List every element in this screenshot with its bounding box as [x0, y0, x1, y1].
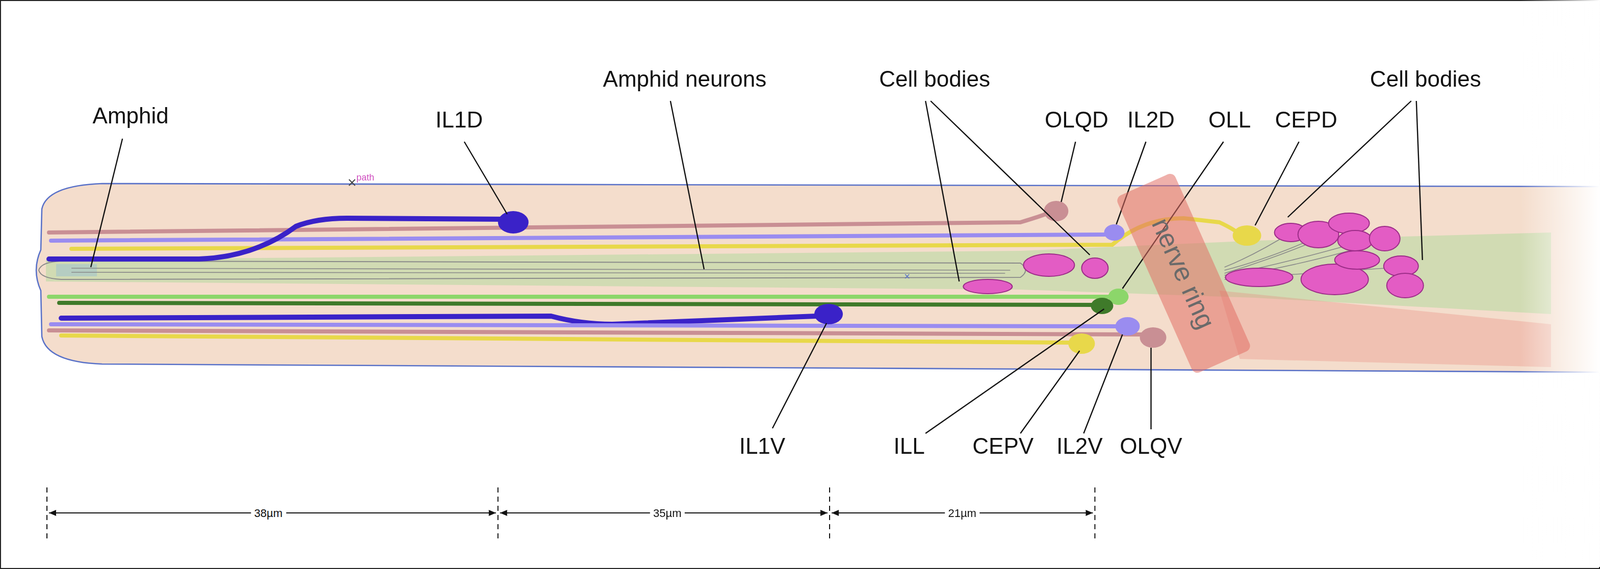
neuron-label: OLQD	[1044, 108, 1109, 133]
part-label: Cell bodies	[1370, 67, 1482, 92]
neuron-label: OLL	[1208, 108, 1251, 133]
neuron-label: ILL	[893, 434, 925, 459]
neuron-label: IL1D	[435, 108, 483, 133]
path-mark	[348, 179, 355, 186]
amphid-outline	[38, 261, 1026, 280]
neuron-label: CEPD	[1274, 108, 1337, 133]
dimension-lines	[46, 487, 1095, 541]
neuron-label: IL2D	[1127, 108, 1175, 133]
worm-body	[36, 183, 1600, 373]
watermark: path	[356, 173, 375, 184]
amphid-neurons	[71, 268, 1011, 274]
ventral-somata	[814, 288, 1167, 354]
neuron-label: IL1V	[739, 434, 786, 459]
dimension-arrows	[48, 509, 1093, 516]
neuron-label: CEPV	[972, 434, 1034, 459]
dimension: 21µm	[944, 506, 980, 520]
ventral-neurons	[48, 296, 1143, 343]
cross-mark	[905, 274, 910, 279]
dimension: 35µm	[650, 506, 685, 520]
fade	[1520, 0, 1600, 567]
neuron-label: OLQV	[1119, 434, 1182, 459]
dimension: 38µm	[251, 506, 287, 520]
part-label: Cell bodies	[879, 67, 991, 92]
neuron-label: IL2V	[1056, 434, 1103, 459]
ring-tail	[1219, 290, 1552, 368]
leader-lines	[90, 100, 1423, 434]
part-label: Amphid neurons	[603, 67, 767, 92]
part-label: Amphid	[92, 104, 169, 129]
